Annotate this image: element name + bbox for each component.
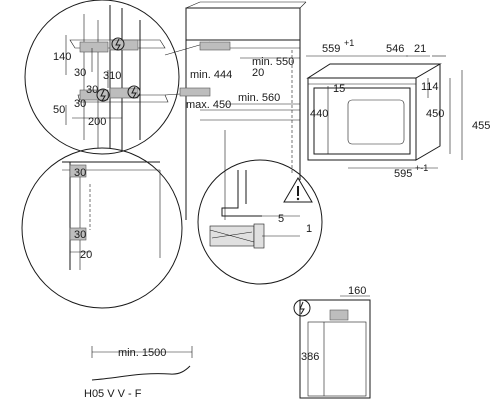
oven-drawing: 559 +1 546 21 15 114 440 450 455 595 +-1 xyxy=(306,38,490,180)
dim-min-444: min. 444 xyxy=(190,69,232,81)
detail-circle-bottom xyxy=(21,147,183,309)
dim-595-tolerance: +-1 xyxy=(415,163,428,173)
oven-front xyxy=(307,77,417,161)
dim-310: 310 xyxy=(103,70,121,82)
dim-450: 450 xyxy=(426,108,444,120)
dim-min-560: min. 560 xyxy=(238,92,280,104)
cable-type: H05 V V - F xyxy=(84,388,142,400)
dim-20: 20 xyxy=(252,67,264,79)
power-symbol-icon-rear xyxy=(293,299,311,317)
dim-20-bottom: 20 xyxy=(80,249,92,261)
dim-30-a: 30 xyxy=(74,67,86,79)
dim-386: 386 xyxy=(301,351,319,363)
detail-circle-top xyxy=(24,0,180,155)
dim-440: 440 xyxy=(310,108,328,120)
dim-30-top: 30 xyxy=(74,167,86,179)
dim-546: 546 xyxy=(386,43,404,55)
dim-114: 114 xyxy=(421,81,439,93)
dim-30-c: 30 xyxy=(74,98,86,110)
dim-50: 50 xyxy=(53,104,65,116)
power-symbol-icon-3 xyxy=(127,85,141,99)
dim-min-550: min. 550 xyxy=(252,56,294,68)
rear-view: 160 386 xyxy=(293,285,371,399)
top-left-detail: 140 30 310 30 50 30 200 xyxy=(24,0,180,155)
dim-30-b: 30 xyxy=(86,84,98,96)
dim-200: 200 xyxy=(88,116,106,128)
socket-box-lower xyxy=(79,89,109,101)
dim-140: 140 xyxy=(53,51,71,63)
dim-5: 5 xyxy=(278,213,284,225)
dim-455: 455 xyxy=(472,120,490,132)
cable-length: min. 1500 xyxy=(118,347,166,359)
dim-1: 1 xyxy=(306,223,312,235)
bottom-left-detail: 30 30 20 xyxy=(21,147,183,309)
oven-window xyxy=(347,99,405,145)
dim-559-tolerance: +1 xyxy=(344,38,354,48)
dim-595: 595 xyxy=(394,168,412,180)
dim-30-bottom: 30 xyxy=(74,229,86,241)
niche-drawing: min. 444 20 min. 550 max. 450 min. 560 xyxy=(179,1,307,220)
dim-max-450: max. 450 xyxy=(186,99,231,111)
dim-160: 160 xyxy=(348,285,366,297)
dim-21: 21 xyxy=(414,43,426,55)
power-symbol-icon xyxy=(111,37,125,51)
power-symbol-icon-2 xyxy=(96,88,110,102)
cable-icon xyxy=(91,365,191,381)
dim-559: 559 xyxy=(322,43,340,55)
detail-circle-mount xyxy=(197,159,323,285)
cable-detail: min. 1500 H05 V V - F xyxy=(84,346,193,400)
socket-box-upper xyxy=(79,41,109,53)
dim-15: 15 xyxy=(333,83,345,95)
mount-detail: 5 1 xyxy=(197,159,323,285)
warning-icon xyxy=(283,177,313,203)
